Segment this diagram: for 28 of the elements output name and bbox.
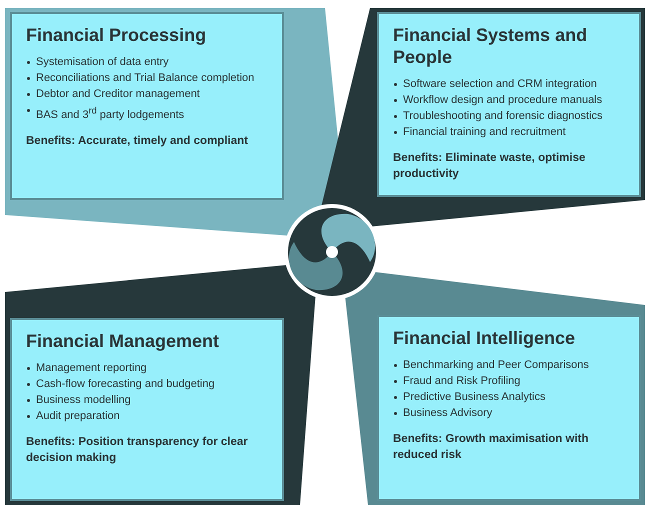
bullet-item: Software selection and CRM integration	[403, 78, 597, 90]
benefits-text: Benefits: Accurate, timely and compliant	[26, 134, 249, 149]
bullet-item: Management reporting	[36, 362, 147, 374]
bullet-item: Business Advisory	[403, 407, 492, 419]
card-heading: Financial Management	[26, 330, 220, 352]
card-heading: Financial Processing	[26, 24, 208, 46]
bullet-item: BAS and 3$^{rd}$ party lodgements	[36, 108, 184, 121]
bullet-item: Cash-flow forecasting and budgeting	[36, 378, 215, 390]
bullet-item: Troubleshooting and forensic diagnostics	[403, 110, 603, 122]
benefits-text: Benefits: Eliminate waste, optimise productivity	[393, 151, 586, 182]
service-card	[10, 318, 284, 501]
benefits-text: Benefits: Growth maximisation with reduced risk	[393, 432, 590, 463]
bullet-item: Fraud and Risk Profiling	[403, 375, 520, 387]
bullet-item: Business modelling	[36, 394, 131, 406]
benefits-text: Benefits: Position transparency for clear decision making	[26, 435, 249, 466]
bullet-item: Systemisation of data entry	[36, 56, 169, 68]
bullet-item: Reconciliations and Trial Balance completion	[36, 72, 254, 84]
bullet-item: Workflow design and procedure manuals	[403, 94, 602, 106]
bullet-item: Predictive Business Analytics	[403, 391, 546, 403]
card-heading: Financial Systems and People	[393, 24, 588, 68]
service-card	[10, 12, 284, 200]
bullet-item: Audit preparation	[36, 410, 120, 422]
service-card	[377, 315, 641, 501]
bullet-item: Debtor and Creditor management	[36, 88, 200, 100]
service-card	[377, 12, 641, 197]
bullet-item: Benchmarking and Peer Comparisons	[403, 359, 589, 371]
bullet-item: Financial training and recruitment	[403, 126, 566, 138]
card-heading: Financial Intelligence	[393, 327, 576, 349]
